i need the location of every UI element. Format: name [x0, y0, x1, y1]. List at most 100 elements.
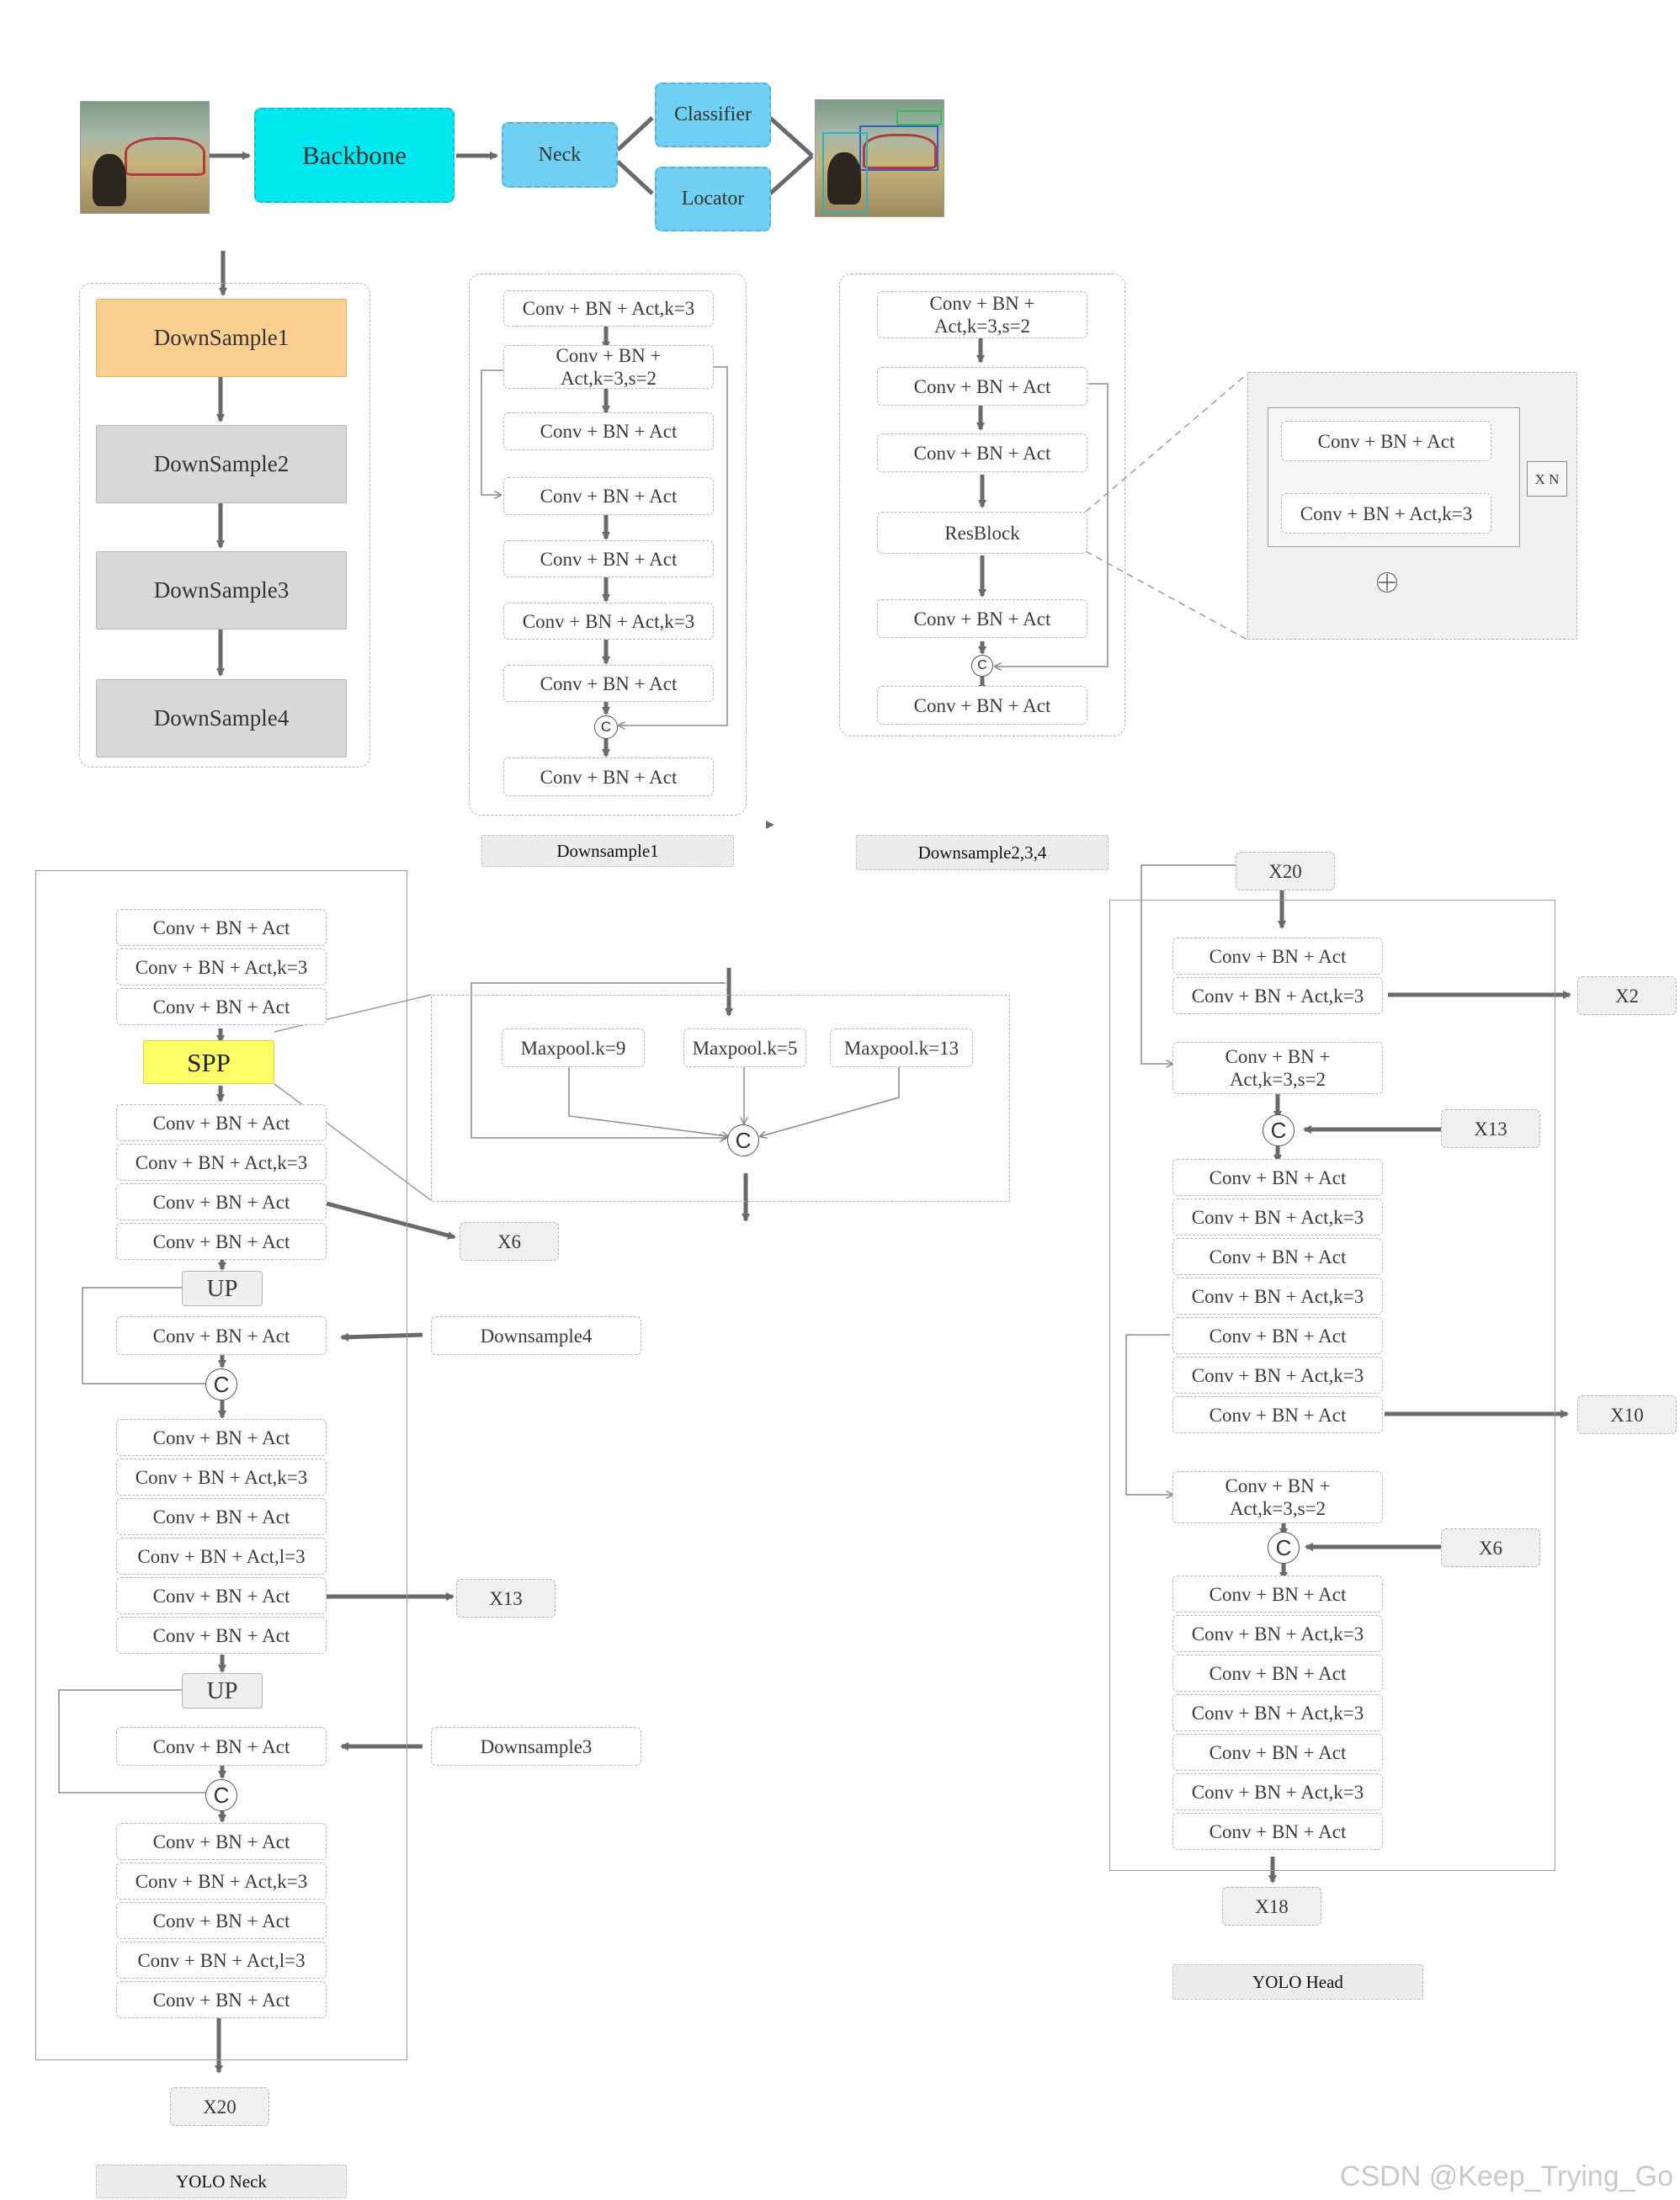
downsample234-frame [839, 274, 1125, 736]
neck-concat-node-2: C [205, 1779, 237, 1811]
yolo-neck-caption: YOLO Neck [96, 2165, 347, 2198]
bicycle-shape [863, 134, 937, 169]
neck-g3-block-2: Conv + BN + Act,k=3 [116, 1459, 327, 1496]
downsample2-stage: DownSample2 [96, 425, 347, 503]
head-downsample-1: Conv + BN + Act,k=3,s=2 [1172, 1042, 1383, 1094]
resblock-block-1: Conv + BN + Act [1281, 421, 1491, 461]
downsample234-caption: Downsample2,3,4 [856, 835, 1108, 870]
head-g2-block-6: Conv + BN + Act,k=3 [1172, 1357, 1383, 1394]
neck-lateral-2: Conv + BN + Act [116, 1727, 327, 1766]
backbone-box: Backbone [254, 108, 455, 203]
neck-upsample-1: UP [182, 1271, 263, 1306]
neck-g2-block-2: Conv + BN + Act,k=3 [116, 1144, 327, 1181]
neck-g1-block-2: Conv + BN + Act,k=3 [116, 949, 327, 986]
ds1-block-2: Conv + BN + Act,k=3,s=2 [503, 345, 714, 389]
locator-box: Locator [655, 167, 771, 231]
dog-detection-box [822, 132, 868, 213]
ds1-block-1: Conv + BN + Act,k=3 [503, 290, 714, 327]
neck-box: Neck [502, 122, 618, 188]
head-g1-block-1: Conv + BN + Act [1172, 938, 1383, 975]
neck-g3-block-4: Conv + BN + Act,l=3 [116, 1538, 327, 1575]
ds234-block-2: Conv + BN + Act [877, 367, 1087, 406]
resblock-block-2: Conv + BN + Act,k=3 [1281, 493, 1491, 534]
head-g3-block-1: Conv + BN + Act [1172, 1576, 1383, 1613]
yolo-head-caption: YOLO Head [1172, 1964, 1423, 2000]
ds234-block-3: Conv + BN + Act [877, 433, 1087, 472]
downsample1-stage: DownSample1 [96, 299, 347, 377]
ds234-block-4: Conv + BN + Act [877, 599, 1087, 638]
neck-g4-block-3: Conv + BN + Act [116, 1902, 327, 1939]
head-output-x18: X18 [1222, 1887, 1321, 1926]
neck-output-x20: X20 [170, 2087, 269, 2126]
neck-g4-block-2: Conv + BN + Act,k=3 [116, 1863, 327, 1900]
neck-g4-block-4: Conv + BN + Act,l=3 [116, 1942, 327, 1979]
neck-g3-block-6: Conv + BN + Act [116, 1617, 327, 1654]
head-input-x6: X6 [1441, 1528, 1540, 1567]
head-g2-block-5: Conv + BN + Act [1172, 1317, 1383, 1354]
neck-g4-block-1: Conv + BN + Act [116, 1823, 327, 1860]
classifier-box: Classifier [655, 82, 771, 147]
yolo-neck-frame [35, 870, 407, 2060]
ds1-block-5: Conv + BN + Act [503, 540, 714, 577]
downsample1-frame [469, 274, 747, 816]
neck-g3-block-1: Conv + BN + Act [116, 1419, 327, 1456]
head-concat-node-2: C [1268, 1532, 1300, 1564]
head-g2-block-2: Conv + BN + Act,k=3 [1172, 1198, 1383, 1236]
downsample3-stage: DownSample3 [96, 551, 347, 630]
head-g3-block-6: Conv + BN + Act,k=3 [1172, 1773, 1383, 1810]
head-g1-block-2: Conv + BN + Act,k=3 [1172, 977, 1383, 1014]
dog-shape [827, 152, 861, 205]
dog-shape [93, 154, 126, 206]
head-downsample-2: Conv + BN + Act,k=3,s=2 [1172, 1471, 1383, 1523]
head-g3-block-5: Conv + BN + Act [1172, 1734, 1383, 1771]
neck-g2-block-3: Conv + BN + Act [116, 1183, 327, 1220]
car-detection-box [896, 110, 942, 125]
ds1-block-4: Conv + BN + Act [503, 477, 714, 515]
head-output-x10: X10 [1577, 1395, 1677, 1434]
resblock-repeat-label: X N [1527, 461, 1567, 497]
yolo-head-frame [1109, 900, 1555, 1871]
neck-g1-block-1: Conv + BN + Act [116, 909, 327, 946]
neck-g1-block-3: Conv + BN + Act [116, 988, 327, 1025]
spp-concat-node: C [727, 1124, 759, 1156]
head-g2-block-1: Conv + BN + Act [1172, 1159, 1383, 1196]
neck-input-downsample4: Downsample4 [431, 1316, 641, 1355]
head-g3-block-4: Conv + BN + Act,k=3 [1172, 1694, 1383, 1731]
input-photo [80, 101, 210, 214]
head-g3-block-7: Conv + BN + Act [1172, 1813, 1383, 1850]
watermark: CSDN @Keep_Trying_Go [1339, 2160, 1673, 2192]
spp-maxpool-5: Maxpool.k=5 [683, 1028, 806, 1067]
plus-icon [1379, 574, 1396, 591]
downsample4-stage: DownSample4 [96, 679, 347, 757]
neck-g3-block-5: Conv + BN + Act [116, 1577, 327, 1614]
ds234-block-1: Conv + BN + Act,k=3,s=2 [877, 291, 1087, 338]
head-g2-block-4: Conv + BN + Act,k=3 [1172, 1278, 1383, 1315]
head-output-x2: X2 [1577, 976, 1677, 1015]
backbone-stages-frame [79, 283, 370, 768]
head-g3-block-2: Conv + BN + Act,k=3 [1172, 1615, 1383, 1652]
resblock-add-node [1377, 572, 1397, 593]
spp-detail-frame [431, 995, 1010, 1202]
ds1-block-7: Conv + BN + Act [503, 665, 714, 702]
neck-output-x13: X13 [456, 1579, 556, 1618]
bicycle-detection-box [859, 125, 938, 171]
ds1-concat-node: C [594, 715, 618, 739]
neck-g4-block-5: Conv + BN + Act [116, 1981, 327, 2018]
neck-g2-block-4: Conv + BN + Act [116, 1223, 327, 1260]
neck-spp: SPP [143, 1040, 274, 1084]
head-g3-block-3: Conv + BN + Act [1172, 1655, 1383, 1692]
neck-output-x6: X6 [460, 1222, 559, 1261]
output-photo [815, 99, 944, 217]
head-g2-block-3: Conv + BN + Act [1172, 1238, 1383, 1275]
neck-input-downsample3: Downsample3 [431, 1727, 641, 1766]
ds1-block-6: Conv + BN + Act,k=3 [503, 603, 714, 640]
ds1-block-3: Conv + BN + Act [503, 412, 714, 450]
head-g2-block-7: Conv + BN + Act [1172, 1396, 1383, 1433]
neck-upsample-2: UP [182, 1673, 263, 1708]
ds1-block-8: Conv + BN + Act [503, 757, 714, 796]
downsample1-caption: Downsample1 [481, 835, 734, 867]
neck-concat-node-1: C [205, 1368, 237, 1400]
head-concat-node-1: C [1263, 1114, 1295, 1146]
head-input-x13: X13 [1441, 1109, 1540, 1148]
